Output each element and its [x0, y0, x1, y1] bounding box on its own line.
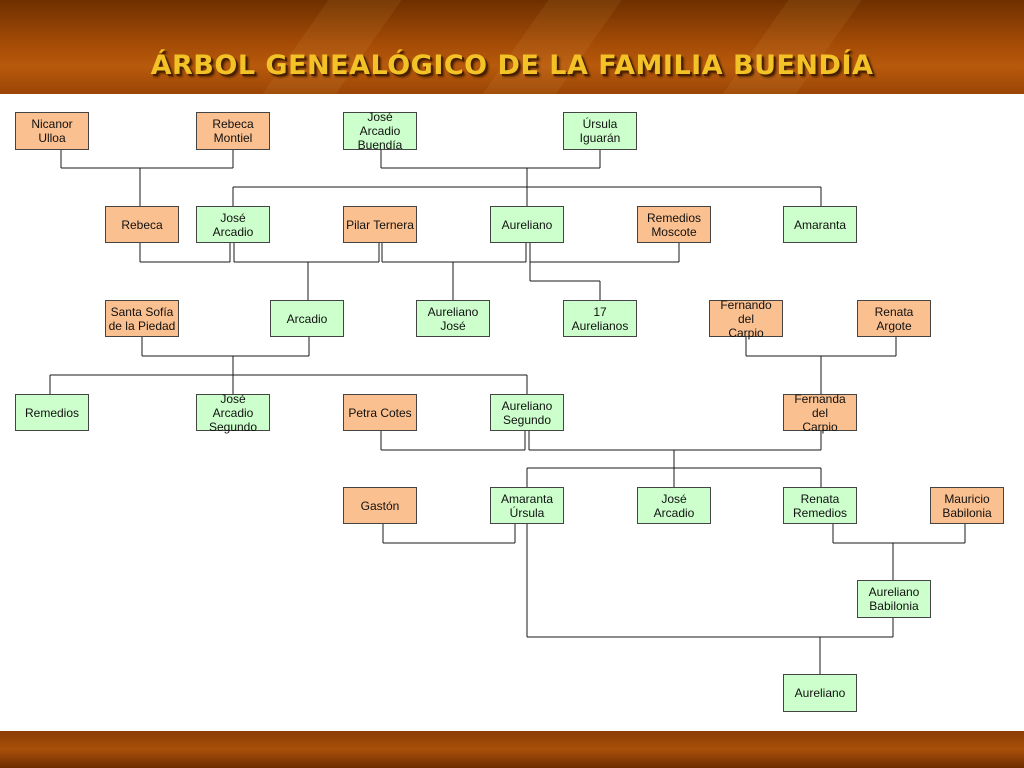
person-remedios-moscote: Remedios Moscote — [637, 206, 711, 243]
person-arcadio: Arcadio — [270, 300, 344, 337]
person-17-aurelianos: 17 Aurelianos — [563, 300, 637, 337]
person-aureliano-segundo: Aureliano Segundo — [490, 394, 564, 431]
person-jose-arcadio-segundo: José Arcadio Segundo — [196, 392, 270, 434]
person-aureliano-jose: Aureliano José — [416, 300, 490, 337]
person-mauricio-babilonia: Mauricio Babilonia — [930, 487, 1004, 524]
person-gaston: Gastón — [343, 487, 417, 524]
person-fernando-del-carpio: Fernando del Carpio — [709, 298, 783, 340]
person-rebeca-montiel: Rebeca Montiel — [196, 112, 270, 150]
person-aureliano: Aureliano — [490, 206, 564, 243]
person-remedios: Remedios — [15, 394, 89, 431]
person-fernanda-del-carpio: Fernanda del Carpio — [783, 392, 857, 434]
page-title: ÁRBOL GENEALÓGICO DE LA FAMILIA BUENDÍA — [150, 50, 874, 81]
person-jose-arcadio-buendia: José Arcadio Buendía — [343, 110, 417, 152]
person-ursula-iguaran: Úrsula Iguarán — [563, 112, 637, 150]
person-renata-argote: Renata Argote — [857, 300, 931, 337]
person-santa-sofia: Santa Sofía de la Piedad — [105, 300, 179, 337]
person-petra-cotes: Petra Cotes — [343, 394, 417, 431]
person-renata-remedios: Renata Remedios — [783, 487, 857, 524]
person-aureliano-last: Aureliano — [783, 674, 857, 712]
person-amaranta-ursula: Amaranta Úrsula — [490, 487, 564, 524]
person-aureliano-babilonia: Aureliano Babilonia — [857, 580, 931, 618]
footer-bar — [0, 731, 1024, 768]
person-pilar-ternera: Pilar Ternera — [343, 206, 417, 243]
person-rebeca: Rebeca — [105, 206, 179, 243]
person-amaranta: Amaranta — [783, 206, 857, 243]
person-jose-arcadio: José Arcadio — [196, 206, 270, 243]
person-jose-arcadio-2: José Arcadio — [637, 487, 711, 524]
person-nicanor-ulloa: Nicanor Ulloa — [15, 112, 89, 150]
title-banner: ÁRBOL GENEALÓGICO DE LA FAMILIA BUENDÍA — [0, 0, 1024, 94]
